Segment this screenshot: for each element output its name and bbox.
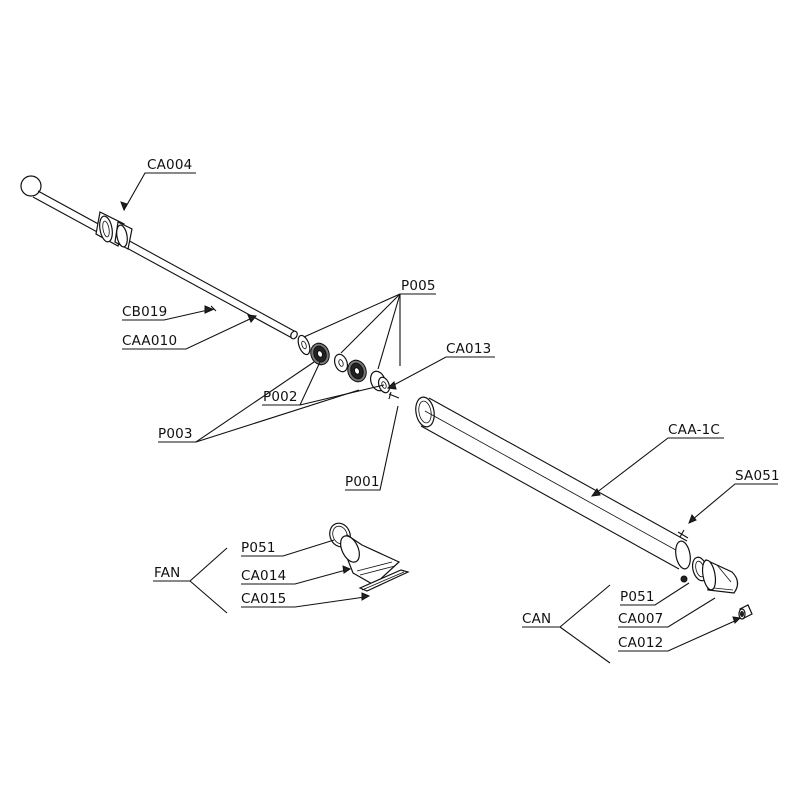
caa-1c-tube: [415, 396, 691, 570]
label-can: CAN: [522, 611, 551, 627]
ca004-part: [95, 211, 133, 250]
label-can-p051: P051: [620, 589, 655, 605]
label-fan: FAN: [154, 565, 180, 581]
part-labels: CA004 CB019 CAA010 P005 CA013 P002 P003 …: [122, 157, 780, 651]
label-ca014: CA014: [241, 568, 286, 584]
label-p002: P002: [263, 389, 298, 405]
label-p001: P001: [345, 474, 380, 490]
label-p005: P005: [401, 278, 436, 294]
label-p003: P003: [158, 426, 193, 442]
label-ca013: CA013: [446, 341, 491, 357]
rod-assembly: [20, 175, 298, 340]
label-ca004: CA004: [147, 157, 192, 173]
label-caa-1c: CAA-1C: [668, 422, 720, 438]
label-cb019: CB019: [122, 304, 167, 320]
p001-part: [388, 391, 400, 400]
label-ca015: CA015: [241, 591, 286, 607]
label-caa010: CAA010: [122, 333, 177, 349]
label-fan-p051: P051: [241, 540, 276, 556]
rod-ball-end: [20, 175, 42, 197]
ca004-leader: [123, 172, 196, 211]
label-sa051: SA051: [735, 468, 780, 484]
can-parts: [680, 556, 753, 620]
seal-stack: [297, 334, 400, 400]
label-ca012: CA012: [618, 635, 663, 651]
leader-lines: [120, 172, 778, 664]
label-ca007: CA007: [618, 611, 663, 627]
fan-parts: [329, 522, 410, 592]
